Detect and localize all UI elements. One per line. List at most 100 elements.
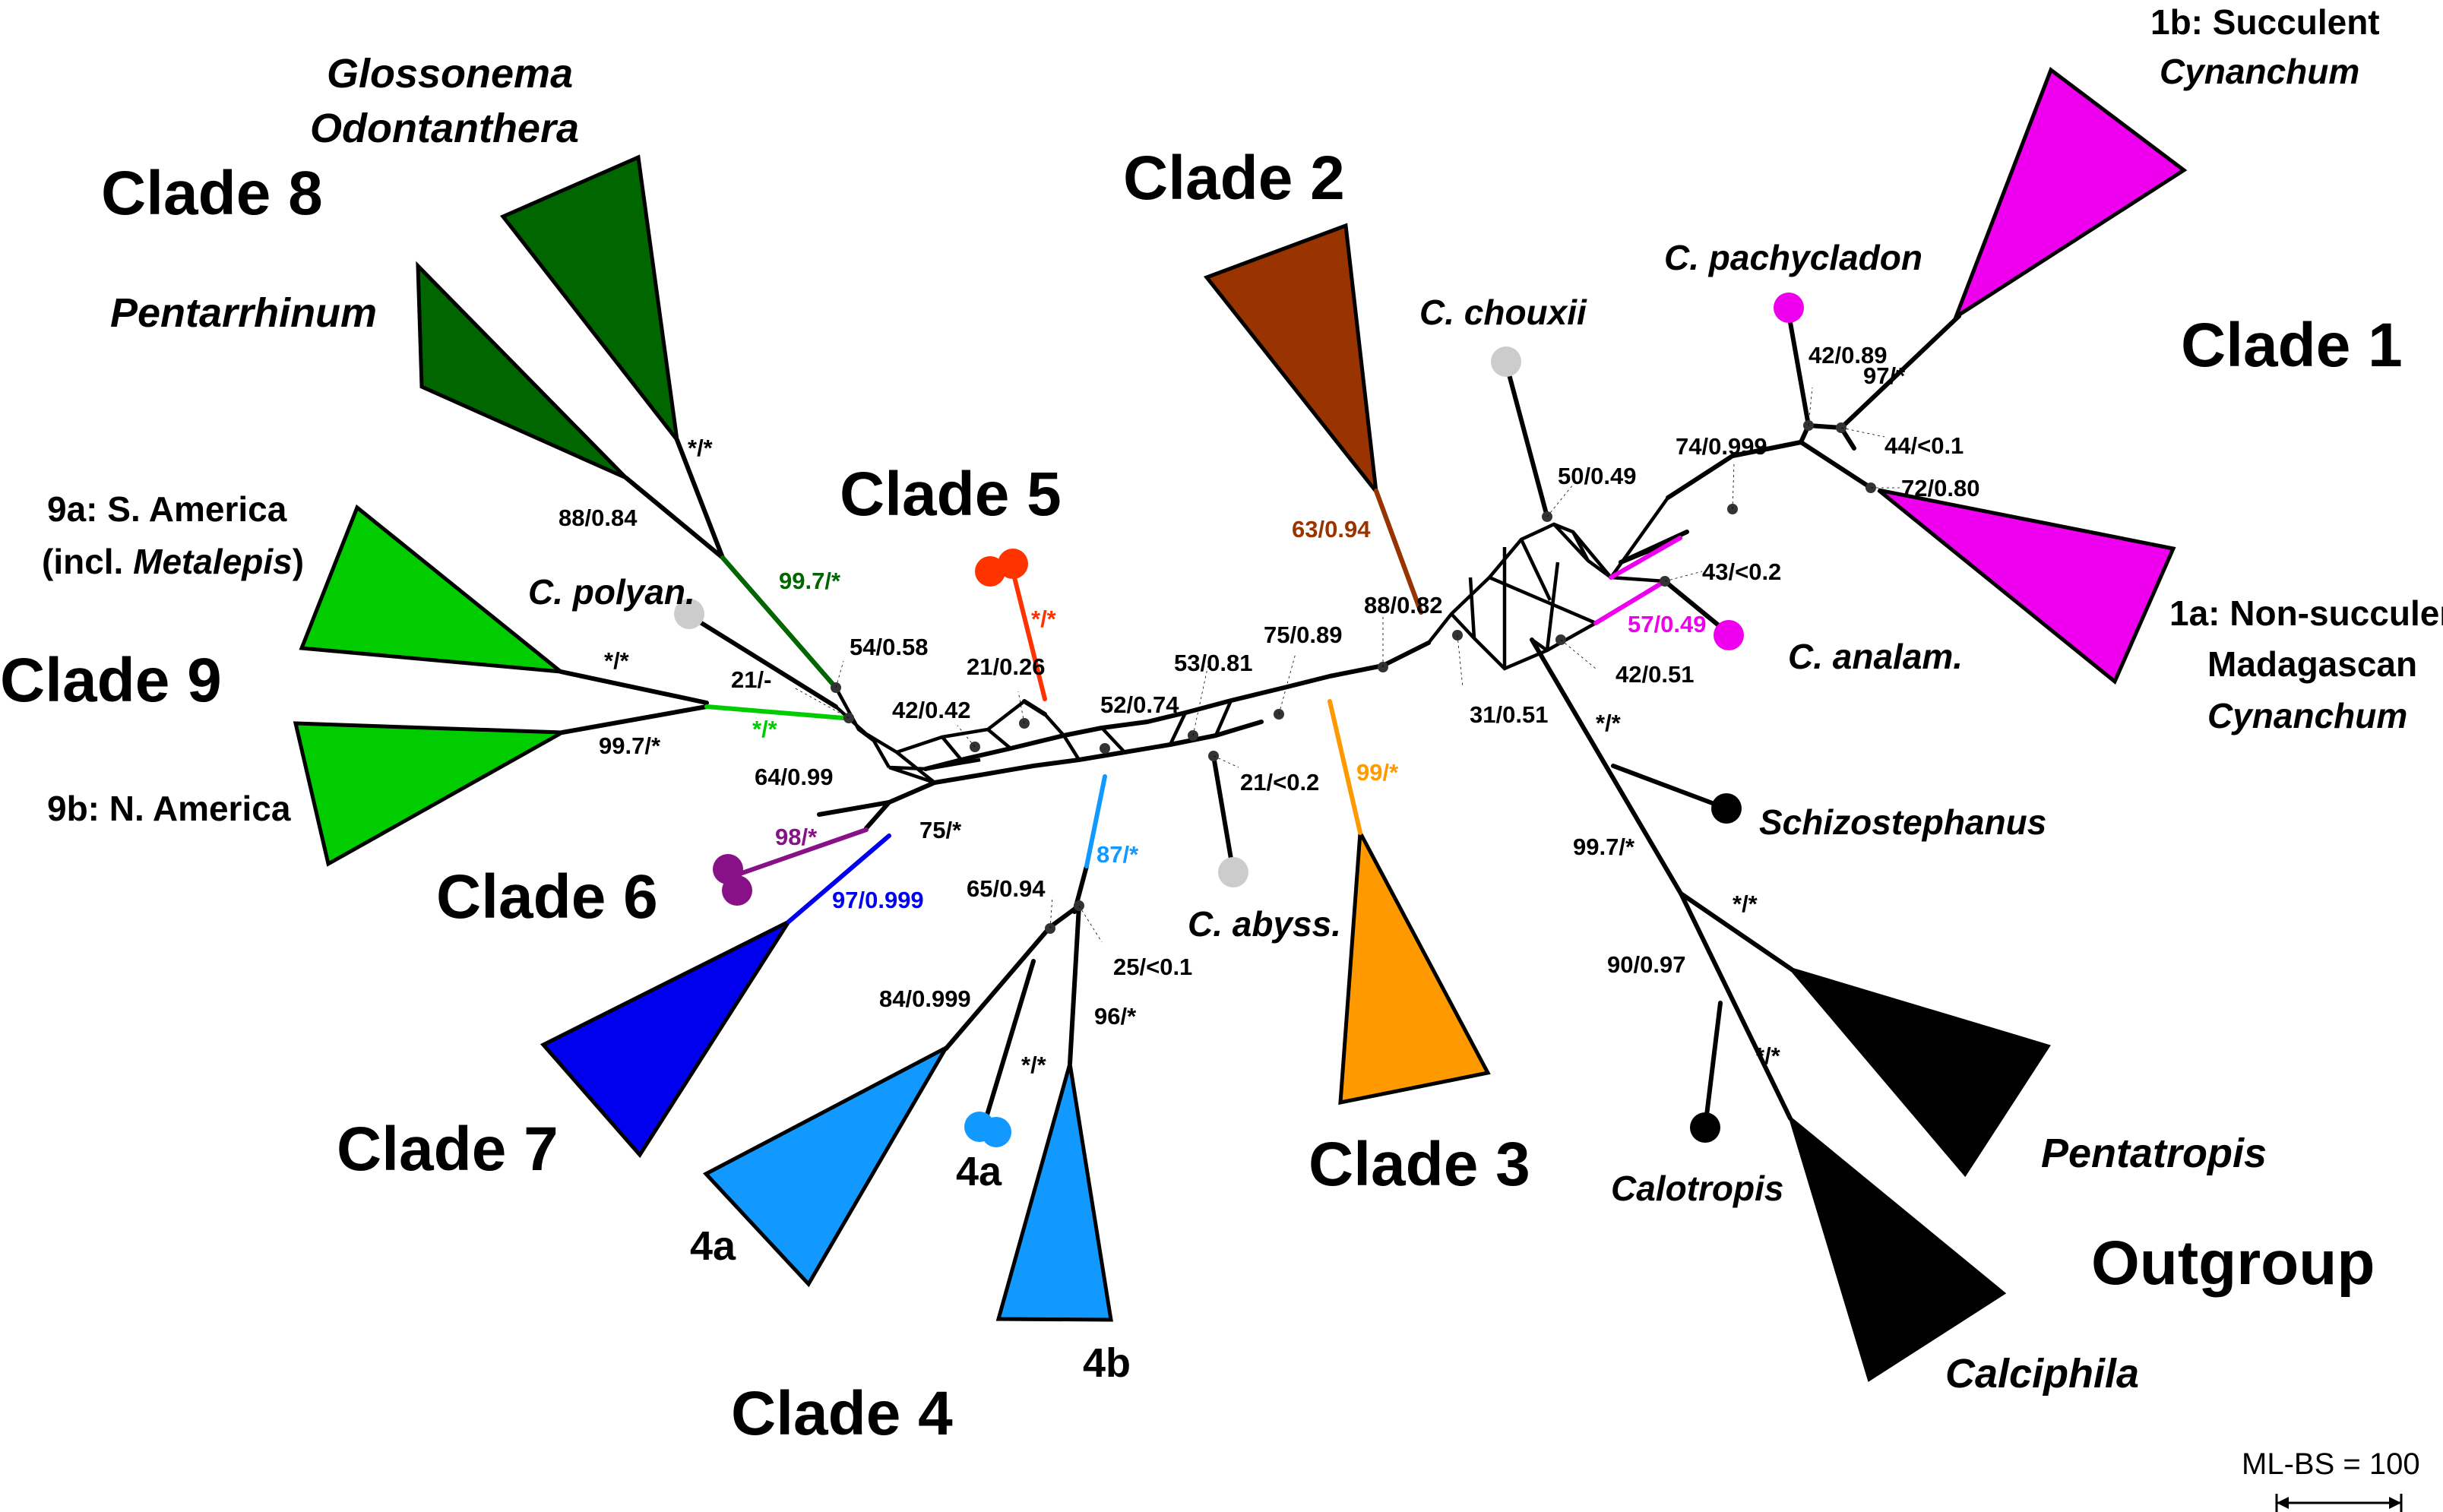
support-value: 99.7/* (1573, 833, 1635, 860)
scale-bar-right-arrow-icon (2389, 1497, 2401, 1509)
support-value: 21/<0.2 (1240, 769, 1319, 796)
schizostephanus-tip (1711, 793, 1742, 824)
subclade-labels: 1b: Succulent Cynanchum 1a: Non-succulen… (42, 2, 2443, 1386)
clade-4a-triangle (702, 1042, 951, 1288)
support-value: 63/0.94 (1292, 516, 1371, 542)
support-value: 42/0.51 (1615, 661, 1694, 688)
support-value: */* (1596, 710, 1622, 736)
backbone-branch-lower (932, 720, 1264, 785)
subclade-1b-line2: Cynanchum (2160, 52, 2359, 91)
odontanthera-label: Odontanthera (310, 106, 579, 151)
clade-labels: Clade 1 Clade 2 Clade 3 Clade 4 Clade 5 … (0, 144, 2403, 1448)
clade-3-colored-branch (1328, 699, 1362, 835)
clade-6-colored-branch (733, 827, 869, 878)
polyanthum-label: C. polyan. (528, 572, 695, 612)
support-value: 84/0.999 (879, 985, 971, 1012)
support-value: 99/* (1356, 759, 1399, 786)
support-value: 75/0.89 (1264, 622, 1342, 648)
support-value: 72/0.80 (1901, 475, 1979, 501)
pachycladon-label: C. pachycladon (1664, 238, 1922, 277)
subclade-9a-line2: (incl. Metalepis) (42, 542, 304, 581)
network-center-right (1427, 496, 1669, 671)
clade-8-colored-branch (720, 555, 838, 690)
analamazaotra-tip (1714, 620, 1744, 650)
collapsed-clades (293, 67, 2188, 1382)
calotropis-tip (1690, 1112, 1720, 1143)
subclade-9a-close: ) (293, 542, 304, 581)
outgroup-calciphila-triangle (1787, 1113, 2007, 1382)
support-value: 97/0.999 (832, 887, 924, 913)
clade-4b-branch (1068, 903, 1081, 1066)
support-value: */* (1755, 1042, 1781, 1069)
leader-line (1049, 896, 1053, 929)
clade-7-triangle (540, 916, 794, 1159)
subclade-1b-line1: 1b: Succulent (2150, 2, 2380, 42)
outgroup-pentatropis-triangle (1786, 966, 2051, 1178)
leader-line (1808, 387, 1813, 426)
clade-4a-tip-b (981, 1117, 1011, 1147)
support-value: */* (1031, 606, 1057, 632)
subclade-9a-incl: (incl. (42, 542, 133, 581)
support-value: 99.7/* (779, 568, 841, 594)
analamazaotra-label: C. analam. (1788, 637, 1963, 676)
scale-bar: ML-BS = 100 (2242, 1447, 2420, 1512)
leader-line (1546, 484, 1574, 517)
clade-4a-dot-branch (981, 959, 1036, 1130)
clade-2-triangle (1203, 223, 1379, 498)
clade-4-colored-branch (1084, 774, 1107, 868)
clade-9a-branch (559, 669, 709, 705)
subclade-9a-line1: 9a: S. America (47, 489, 287, 529)
clade-6-stem (817, 780, 937, 817)
support-values: 97/* 42/0.89 44/<0.1 74/0.999 72/0.80 43… (559, 342, 1979, 1078)
subclade-1a-line2: Madagascan (2207, 644, 2417, 684)
support-value: 99.7/* (599, 732, 661, 759)
outgroup-label: Outgroup (2091, 1229, 2375, 1298)
subclade-9b-label: 9b: N. America (47, 789, 291, 828)
support-value: 42/0.89 (1809, 342, 1887, 369)
support-value: 65/0.94 (967, 875, 1046, 902)
glossonema-label: Glossonema (327, 51, 573, 96)
clade-1b-branch (1839, 314, 1961, 430)
support-value: */* (1733, 890, 1758, 917)
support-value: */* (752, 716, 778, 742)
clade-6-label: Clade 6 (436, 862, 658, 932)
support-value: 50/0.49 (1558, 463, 1636, 489)
clade-3-label: Clade 3 (1309, 1130, 1530, 1199)
clade-9a-triangle (299, 504, 568, 675)
clade-2-label: Clade 2 (1123, 144, 1345, 213)
chouxii-branch (1504, 361, 1549, 519)
pentatropis-label: Pentatropis (2041, 1131, 2267, 1176)
clade-1-magenta-branch (1609, 536, 1682, 580)
leader-line (1560, 639, 1596, 669)
clade-8-glossonema-triangle (500, 154, 680, 447)
leader-line (1078, 905, 1103, 943)
schizostephanus-branch (1611, 764, 1729, 811)
support-value: */* (1021, 1052, 1047, 1078)
clade-5-colored-branch (1011, 569, 1047, 701)
calciphila-label: Calciphila (1945, 1351, 2139, 1397)
support-value: 42/0.42 (892, 697, 970, 723)
abyssinicum-branch (1211, 754, 1236, 875)
clade-1a-triangle (1877, 488, 2176, 685)
support-value: */* (604, 647, 630, 674)
support-value: 43/<0.2 (1702, 558, 1781, 585)
clade-8-pentarrhinum-triangle (416, 261, 628, 480)
leader-line (835, 660, 844, 688)
subclade-4a-triangle-label: 4a (690, 1223, 736, 1269)
calotropis-branch (1703, 1001, 1723, 1130)
network-center-mid (1062, 700, 1233, 761)
leader-line (957, 725, 976, 748)
clade-9-label: Clade 9 (0, 646, 222, 715)
calotropis-label: Calotropis (1611, 1169, 1783, 1208)
clade-7-label: Clade 7 (337, 1115, 559, 1184)
support-value: 75/* (919, 817, 962, 843)
clade-1-magenta-branch-2 (1593, 579, 1667, 625)
support-value: 44/<0.1 (1884, 432, 1964, 459)
tip-circles (674, 293, 1804, 1147)
support-value: 64/0.99 (755, 764, 833, 790)
subclade-4b-label: 4b (1083, 1340, 1131, 1386)
leader-line (1017, 691, 1025, 724)
leader-line (1664, 571, 1703, 582)
subclade-4a-dot-label: 4a (956, 1149, 1002, 1194)
clade-4-label: Clade 4 (731, 1379, 953, 1448)
